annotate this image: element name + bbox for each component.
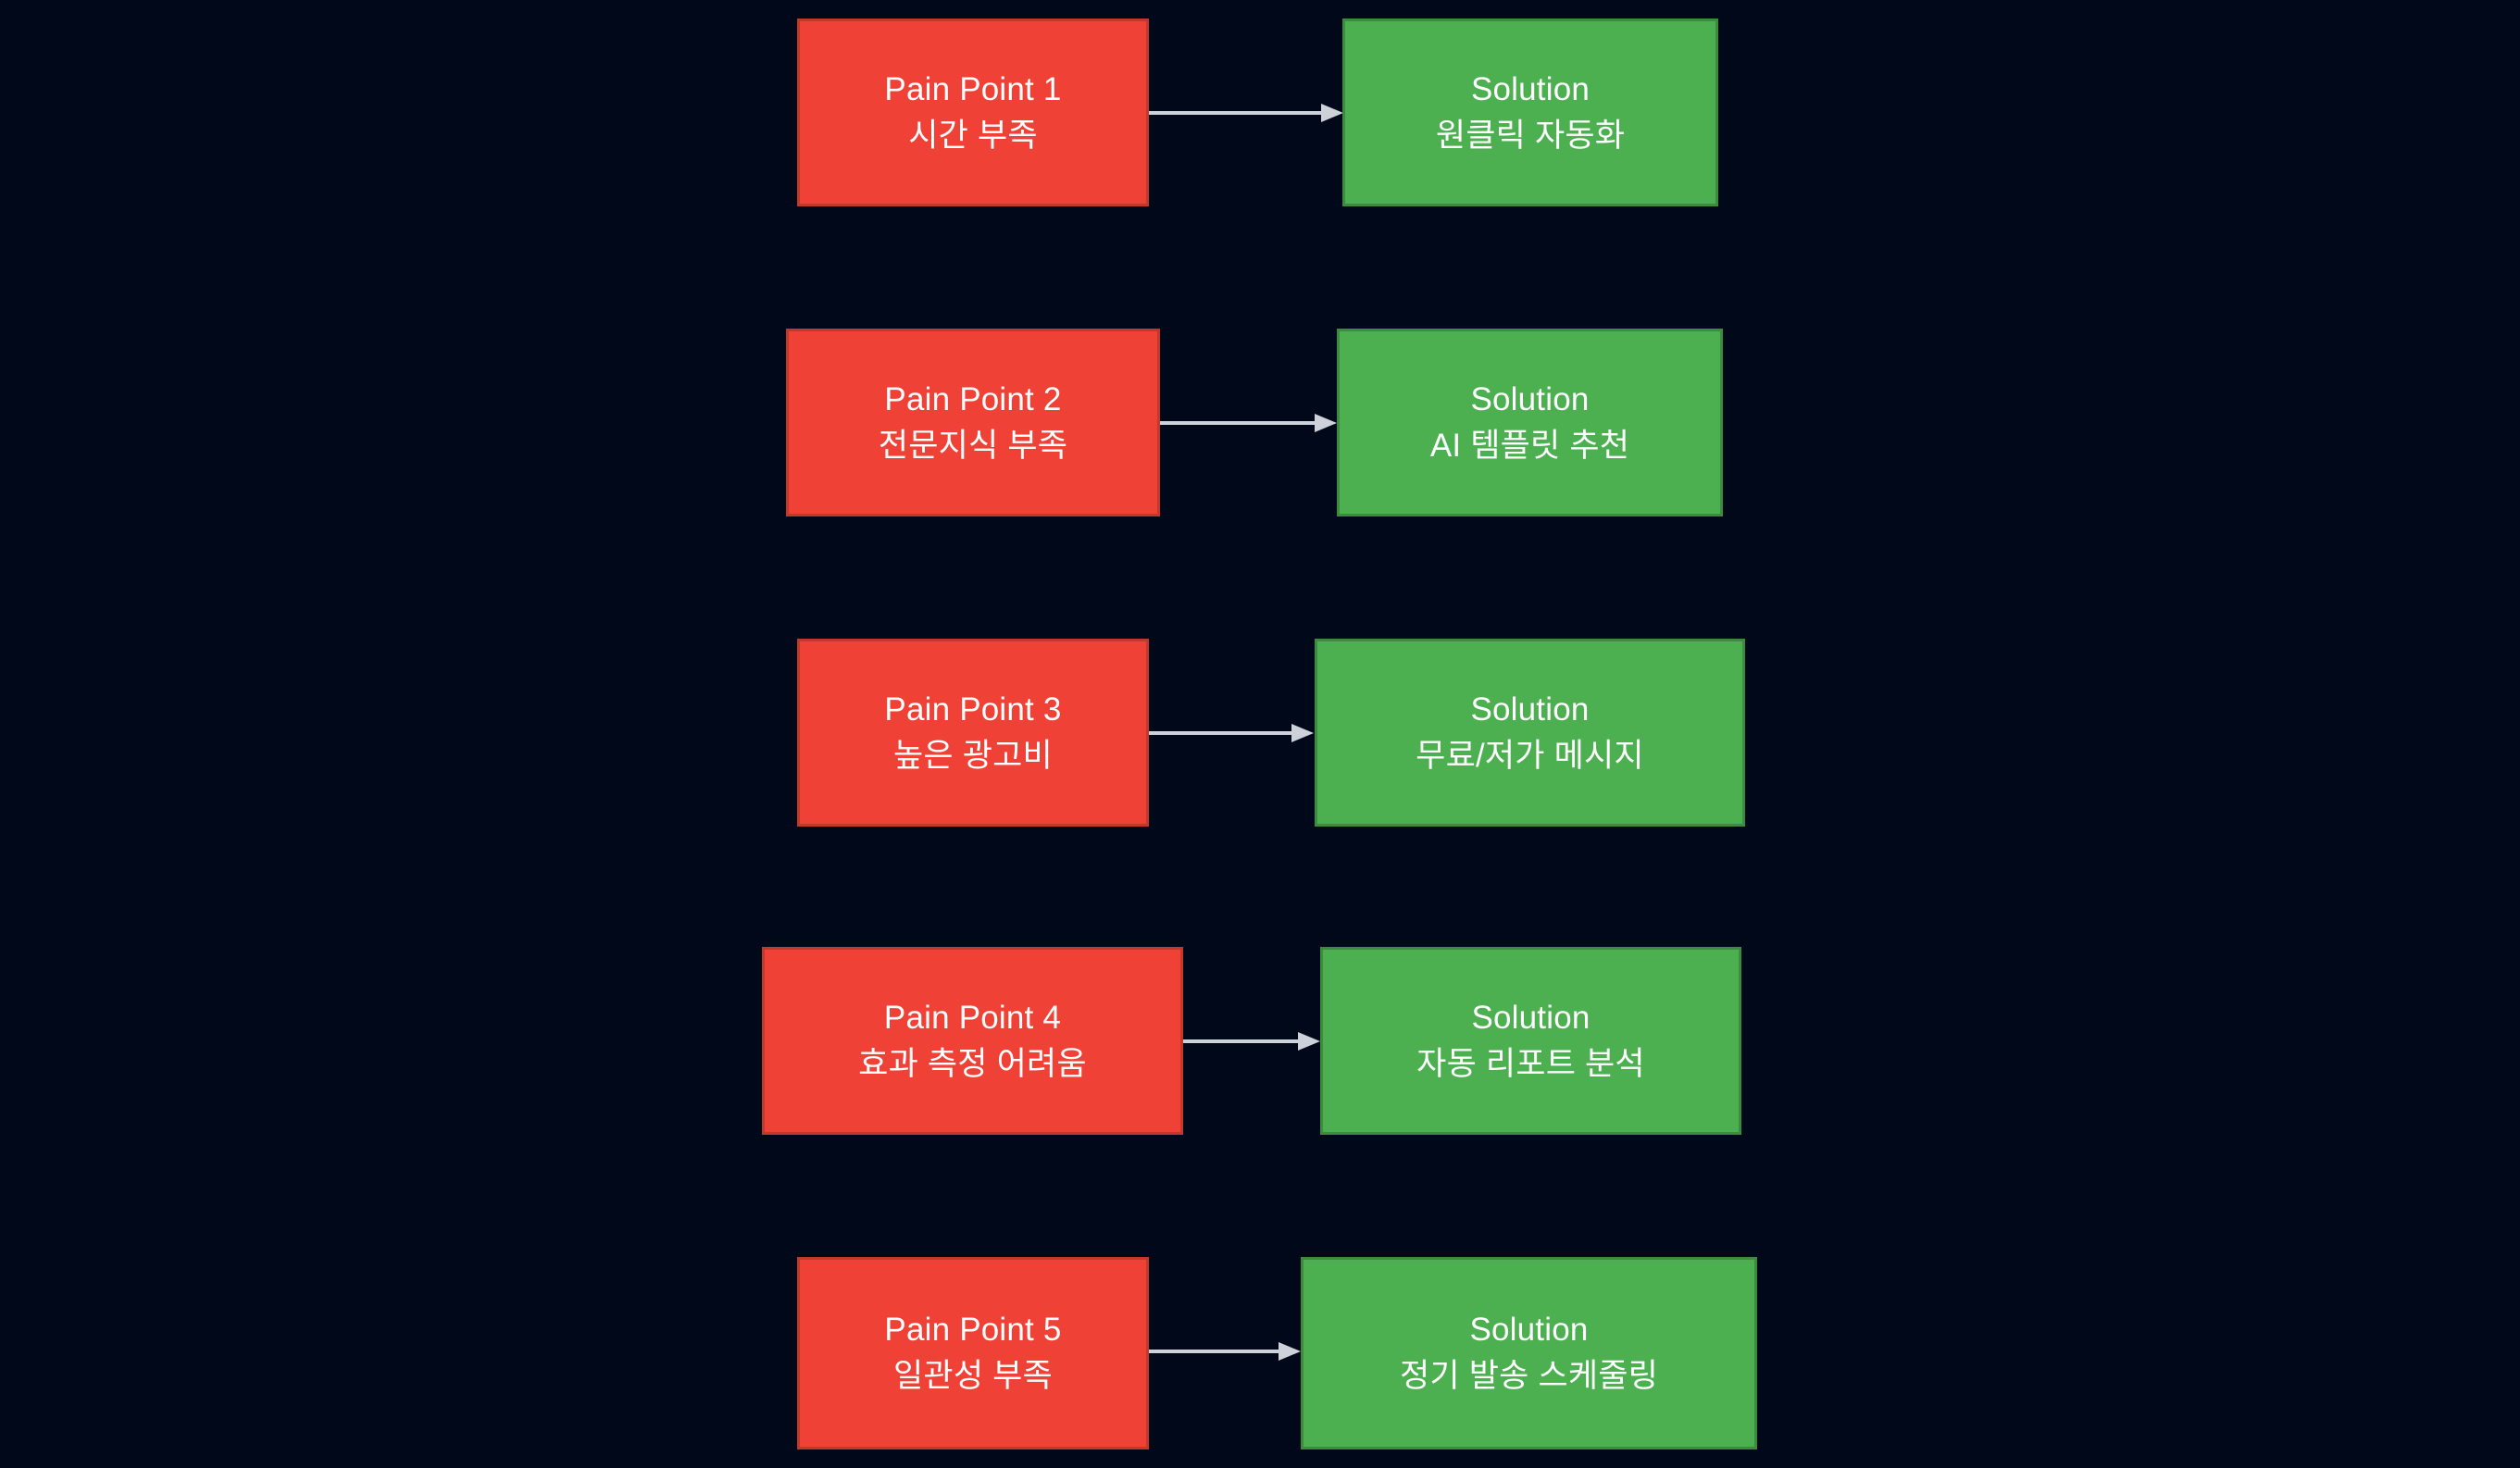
node-title: Solution [1470, 70, 1591, 107]
node-title: Solution [1470, 380, 1590, 417]
node-title: Pain Point 3 [884, 690, 1062, 728]
connector-arrow [1149, 102, 1345, 124]
solution-node[interactable]: Solution 원클릭 자동화 [1342, 19, 1718, 206]
solution-node[interactable]: Solution 무료/저가 메시지 [1315, 639, 1745, 827]
pain-point-node[interactable]: Pain Point 3 높은 광고비 [797, 639, 1149, 827]
node-detail: 정기 발송 스케줄링 [1399, 1358, 1659, 1394]
node-detail: AI 템플릿 추천 [1429, 427, 1630, 464]
node-detail: 높은 광고비 [893, 737, 1053, 774]
node-title: Solution [1469, 1312, 1589, 1349]
connector-arrow [1149, 1340, 1303, 1362]
node-detail: 일관성 부족 [893, 1358, 1053, 1394]
node-title: Pain Point 1 [884, 70, 1062, 107]
node-detail: 무료/저가 메시지 [1416, 737, 1644, 774]
connector-arrow [1183, 1030, 1322, 1052]
node-title: Pain Point 5 [884, 1312, 1062, 1349]
node-detail: 자동 리포트 분석 [1416, 1045, 1645, 1082]
node-title: Pain Point 4 [883, 999, 1062, 1036]
node-detail: 원클릭 자동화 [1435, 117, 1626, 154]
solution-node[interactable]: Solution 자동 리포트 분석 [1320, 947, 1741, 1135]
pain-point-node[interactable]: Pain Point 1 시간 부족 [797, 19, 1149, 206]
pain-point-node[interactable]: Pain Point 4 효과 측정 어려움 [762, 947, 1183, 1135]
node-title: Solution [1471, 999, 1591, 1036]
node-title: Solution [1470, 690, 1590, 728]
connector-arrow [1160, 412, 1339, 434]
pain-point-node[interactable]: Pain Point 2 전문지식 부족 [786, 329, 1160, 516]
pain-point-node[interactable]: Pain Point 5 일관성 부족 [797, 1257, 1149, 1449]
connector-arrow [1149, 722, 1316, 744]
node-title: Pain Point 2 [884, 380, 1062, 417]
node-detail: 전문지식 부족 [878, 427, 1068, 464]
solution-node[interactable]: Solution 정기 발송 스케줄링 [1301, 1257, 1757, 1449]
node-detail: 효과 측정 어려움 [858, 1045, 1087, 1082]
node-detail: 시간 부족 [908, 117, 1038, 154]
solution-node[interactable]: Solution AI 템플릿 추천 [1337, 329, 1723, 516]
